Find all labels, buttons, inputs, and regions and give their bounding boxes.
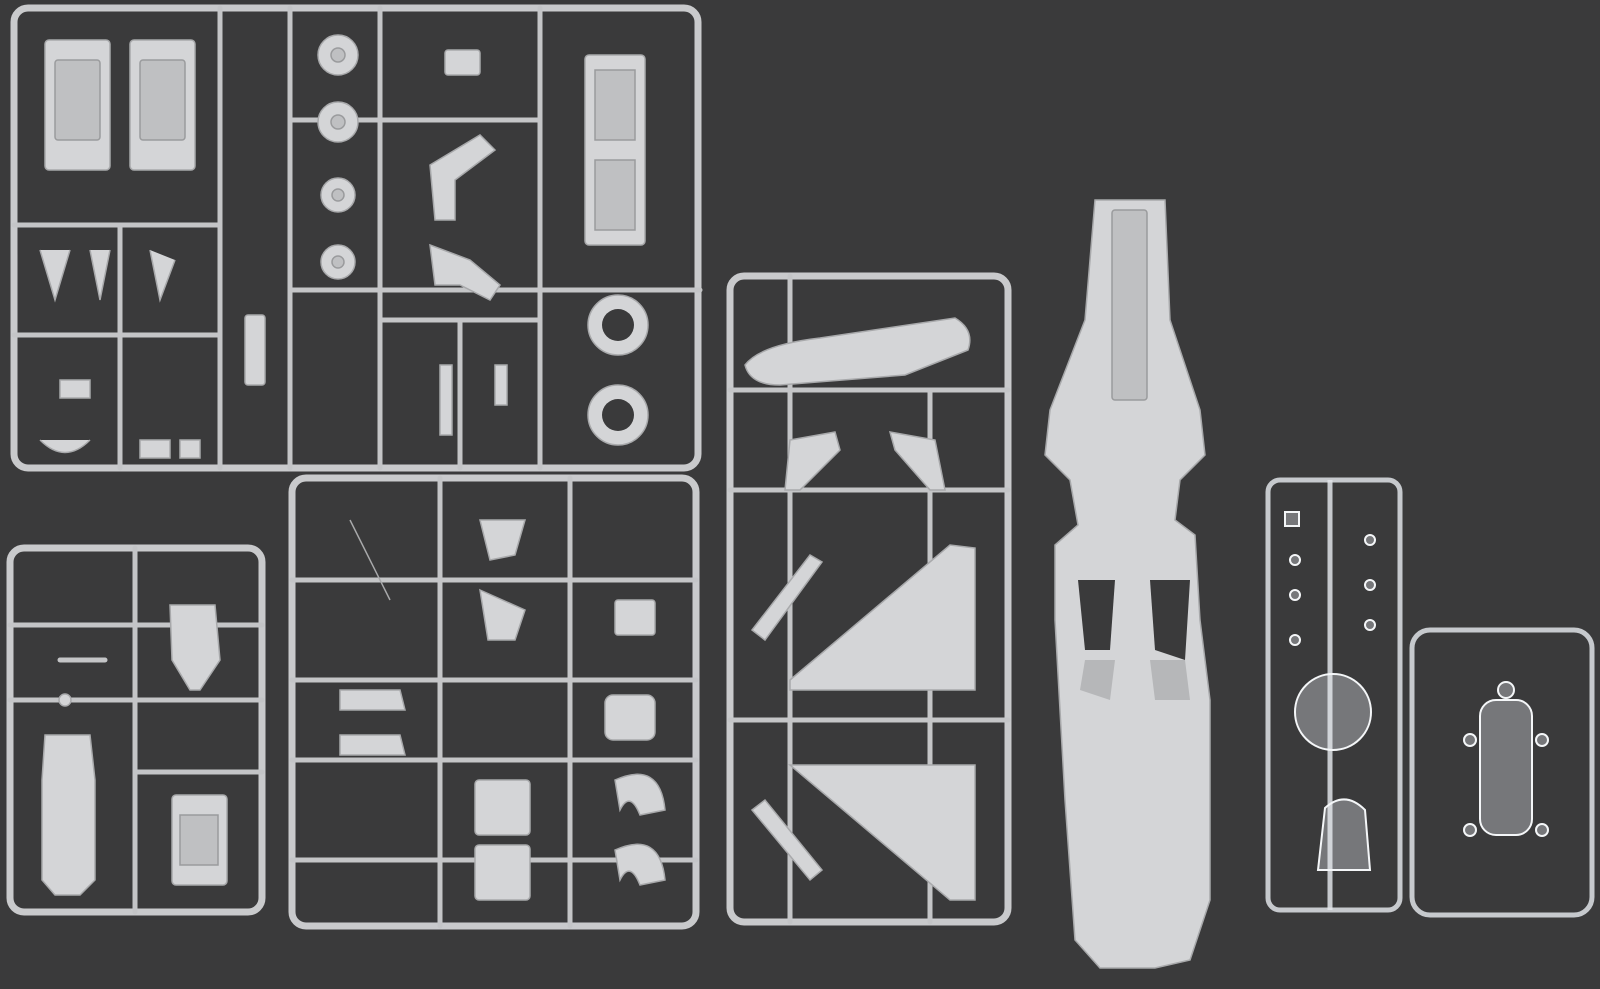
sprue-upper-left	[10, 4, 703, 472]
landing-gear-part	[888, 431, 946, 491]
clear-sprue-2	[1409, 627, 1595, 918]
nose-cone-part	[41, 734, 96, 896]
canopy-part	[1316, 798, 1372, 871]
seat-part	[429, 243, 501, 301]
fuselage-part	[1044, 199, 1211, 969]
sprue-wings-tails	[726, 272, 1012, 926]
clear-ring-part	[1294, 673, 1372, 751]
fairing-part	[474, 844, 531, 901]
ring-part	[614, 843, 666, 886]
clear-sprue-1	[1265, 477, 1403, 913]
rudder-part	[750, 554, 824, 642]
sprue-lower-left	[6, 544, 266, 916]
canopy-part	[1479, 699, 1533, 836]
sprue-center-bottom	[288, 474, 700, 930]
ring-part	[614, 773, 666, 816]
landing-gear-part	[784, 431, 841, 491]
panel-part	[479, 519, 526, 561]
drop-tank-part	[744, 317, 971, 386]
vertical-tail-part	[789, 544, 976, 691]
seat-part	[429, 134, 497, 221]
fuselage-half	[1044, 199, 1211, 969]
vertical-tail-part	[787, 764, 976, 901]
gear-bay-part	[169, 604, 221, 691]
gear-bay-part	[604, 694, 656, 741]
rudder-part	[750, 798, 824, 882]
panel-part	[479, 588, 526, 641]
cockpit-detail	[1111, 209, 1148, 401]
fairing-part	[474, 779, 531, 836]
